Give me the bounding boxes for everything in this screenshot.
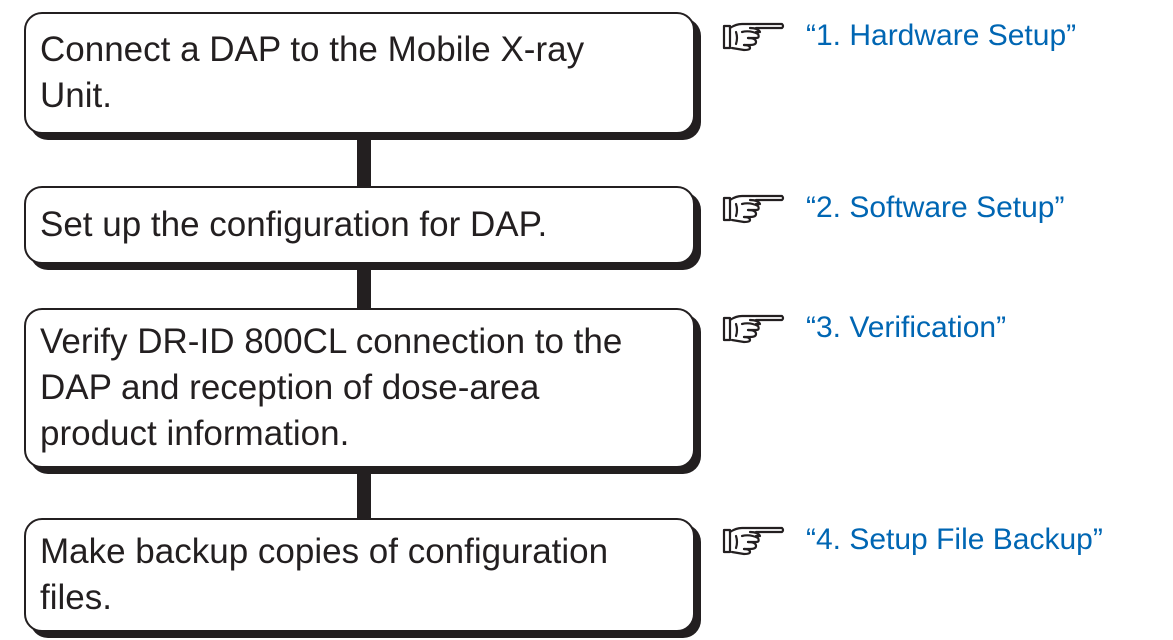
pointing-hand-icon — [722, 22, 785, 52]
step-box-3: Verify DR-ID 800CL connection to the DAP… — [24, 308, 695, 468]
connector-2-3 — [357, 266, 371, 310]
reference-1[interactable]: “1. Hardware Setup” — [720, 14, 1076, 58]
connector-3-4 — [357, 470, 371, 520]
reference-link-4[interactable]: “4. Setup File Backup” — [806, 523, 1103, 556]
step-text-3: Verify DR-ID 800CL connection to the DAP… — [40, 322, 623, 453]
step-text-2: Set up the configuration for DAP. — [40, 205, 548, 244]
reference-3[interactable]: “3. Verification” — [720, 306, 1006, 350]
connector-1-2 — [357, 136, 371, 188]
step-box-2: Set up the configuration for DAP. — [24, 186, 695, 264]
pointing-hand-icon — [722, 314, 785, 344]
pointing-hand-icon — [722, 526, 785, 556]
step-box-1: Connect a DAP to the Mobile X-ray Unit. — [24, 12, 695, 134]
step-text-1: Connect a DAP to the Mobile X-ray Unit. — [40, 30, 585, 115]
reference-link-3[interactable]: “3. Verification” — [806, 311, 1007, 344]
reference-link-1[interactable]: “1. Hardware Setup” — [806, 19, 1077, 52]
pointing-hand-icon — [722, 194, 785, 224]
reference-4[interactable]: “4. Setup File Backup” — [720, 518, 1103, 562]
reference-link-2[interactable]: “2. Software Setup” — [806, 191, 1065, 224]
step-box-4: Make backup copies of configuration file… — [24, 518, 695, 632]
reference-2[interactable]: “2. Software Setup” — [720, 186, 1064, 230]
step-text-4: Make backup copies of configuration file… — [40, 532, 609, 617]
